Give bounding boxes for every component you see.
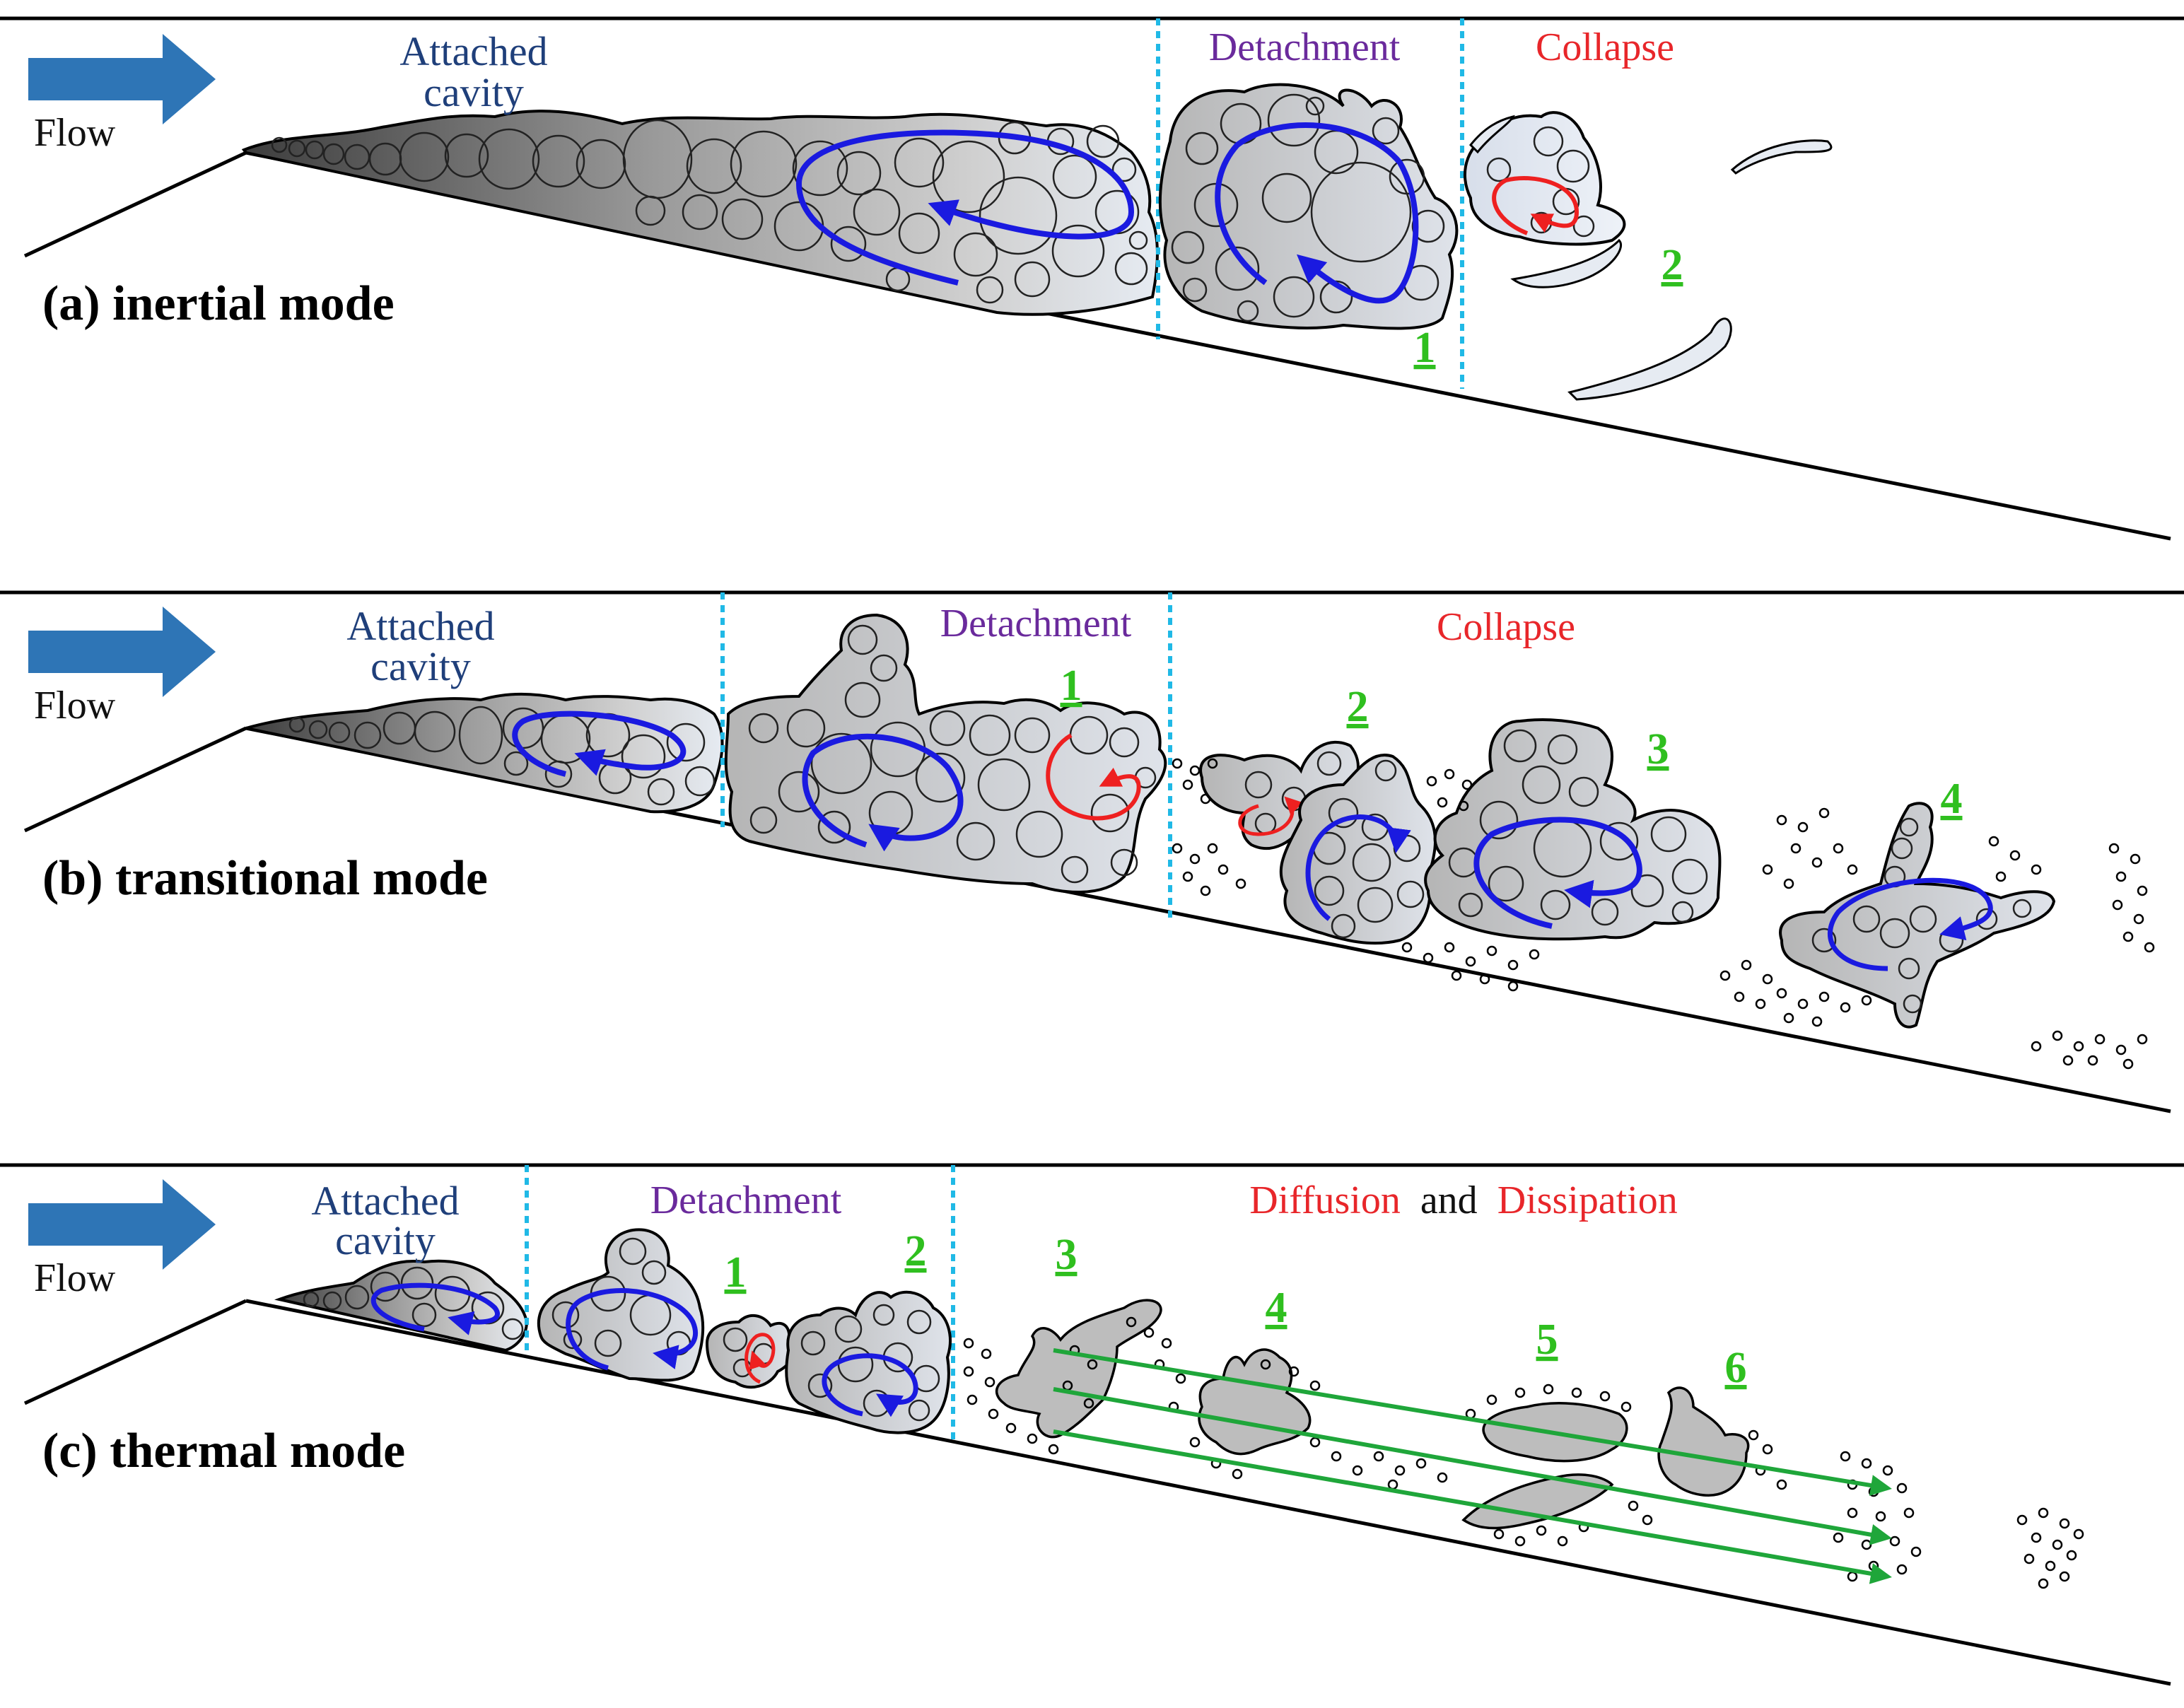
detachment-label: Detachment bbox=[1209, 25, 1401, 69]
cloud-bubbles bbox=[1312, 759, 1425, 939]
attached-cavity-label-line1: Attached bbox=[311, 1178, 459, 1224]
panel-b: Flow bbox=[0, 590, 2184, 1113]
attached-cavity-label-line2: cavity bbox=[335, 1217, 436, 1263]
attached-cavity-label-line1: Attached bbox=[399, 28, 547, 74]
micro-bubbles bbox=[963, 1316, 2084, 1589]
vortex-arrow-blue bbox=[1215, 122, 1419, 304]
vortex-arrow-red bbox=[744, 1333, 776, 1384]
vortex-arrow-blue bbox=[1473, 817, 1642, 929]
stage-number-1: 1 bbox=[1061, 662, 1082, 710]
detachment-label: Detachment bbox=[940, 602, 1132, 645]
attached-cavity-label-line1: Attached bbox=[346, 603, 494, 649]
stage-number-2: 2 bbox=[1347, 683, 1369, 731]
hydrofoil-leading-edge bbox=[23, 151, 247, 258]
detachment-label: Detachment bbox=[650, 1178, 842, 1222]
stage-number-4: 4 bbox=[1266, 1284, 1287, 1332]
vortex-arrow-blue bbox=[795, 129, 1135, 286]
hydrofoil-leading-edge bbox=[23, 726, 247, 833]
collapse-fragment bbox=[1567, 317, 1732, 401]
stage-number-3: 3 bbox=[1647, 725, 1669, 773]
panel-c: Flow bbox=[0, 1163, 2184, 1686]
diffusion-cloud-shape bbox=[1657, 1386, 1750, 1497]
collapse-fragment bbox=[1468, 115, 1515, 154]
attached-cavity-label-line2: cavity bbox=[370, 643, 471, 689]
stage-number-2: 2 bbox=[905, 1227, 927, 1275]
attached-cavity-shape bbox=[245, 692, 724, 814]
collapse-cloud-shape bbox=[1424, 718, 1722, 941]
trajectory-arrow bbox=[1053, 1429, 1892, 1584]
diffusion-cloud-shape bbox=[995, 1299, 1162, 1439]
vortex-arrow-blue bbox=[512, 710, 687, 777]
flow-arrow-icon bbox=[28, 1179, 216, 1270]
stage-number-1: 1 bbox=[725, 1248, 747, 1297]
vortex-arrow-blue bbox=[802, 733, 964, 852]
hydrofoil-surface bbox=[245, 1299, 2171, 1686]
panel-title: (c) thermal mode bbox=[42, 1424, 405, 1478]
flow-arrow-icon bbox=[28, 607, 216, 697]
panel-title: (a) inertial mode bbox=[42, 276, 395, 331]
vortex-arrow-blue bbox=[1828, 877, 1993, 971]
panel-a: Flow bbox=[0, 16, 2184, 541]
stage-number-1: 1 bbox=[1414, 324, 1436, 372]
vortex-arrow-blue bbox=[566, 1288, 699, 1371]
diffusion-cloud-shape bbox=[1198, 1348, 1312, 1456]
collapse-cloud-shape bbox=[1779, 802, 2056, 1029]
attached-cavity-bubbles bbox=[271, 119, 1148, 304]
vortex-arrow-red bbox=[1238, 796, 1303, 836]
vortex-arrow-red bbox=[1492, 176, 1579, 235]
diffusion-dissipation-label: Diffusion and Dissipation bbox=[1249, 1178, 1678, 1222]
vortex-arrow-blue bbox=[1305, 814, 1411, 921]
stage-number-5: 5 bbox=[1536, 1316, 1558, 1364]
stage-number-2: 2 bbox=[1662, 241, 1683, 289]
cloud-bubbles bbox=[1448, 729, 1708, 926]
dissipation-word: Dissipation bbox=[1497, 1178, 1678, 1222]
collapse-label: Collapse bbox=[1536, 25, 1674, 69]
flow-label: Flow bbox=[34, 1256, 116, 1300]
vortex-arrow-blue bbox=[822, 1353, 918, 1417]
vortex-arrow-blue bbox=[370, 1282, 500, 1335]
attached-cavity-label-line2: cavity bbox=[424, 69, 524, 115]
diffusion-cloud-shape bbox=[1461, 1473, 1614, 1530]
collapse-label: Collapse bbox=[1437, 605, 1575, 649]
panel-title: (b) transitional mode bbox=[42, 851, 488, 906]
flow-label: Flow bbox=[34, 684, 116, 727]
trajectory-arrows bbox=[1053, 1348, 1892, 1584]
stage-number-3: 3 bbox=[1056, 1231, 1078, 1279]
and-word: and bbox=[1420, 1178, 1478, 1222]
trajectory-arrow bbox=[1053, 1348, 1892, 1496]
hydrofoil-leading-edge bbox=[23, 1299, 247, 1405]
trajectory-arrow bbox=[1053, 1387, 1892, 1545]
collapse-fragment bbox=[1730, 139, 1833, 175]
diffusion-word: Diffusion bbox=[1249, 1178, 1401, 1222]
collapse-fragment bbox=[1510, 238, 1622, 288]
flow-arrow-icon bbox=[28, 34, 216, 124]
vortex-arrow-red bbox=[1046, 733, 1141, 821]
flow-label: Flow bbox=[34, 111, 116, 155]
stage-number-6: 6 bbox=[1725, 1344, 1747, 1392]
micro-bubbles bbox=[1172, 758, 2155, 1070]
stage-number-4: 4 bbox=[1941, 775, 1963, 823]
